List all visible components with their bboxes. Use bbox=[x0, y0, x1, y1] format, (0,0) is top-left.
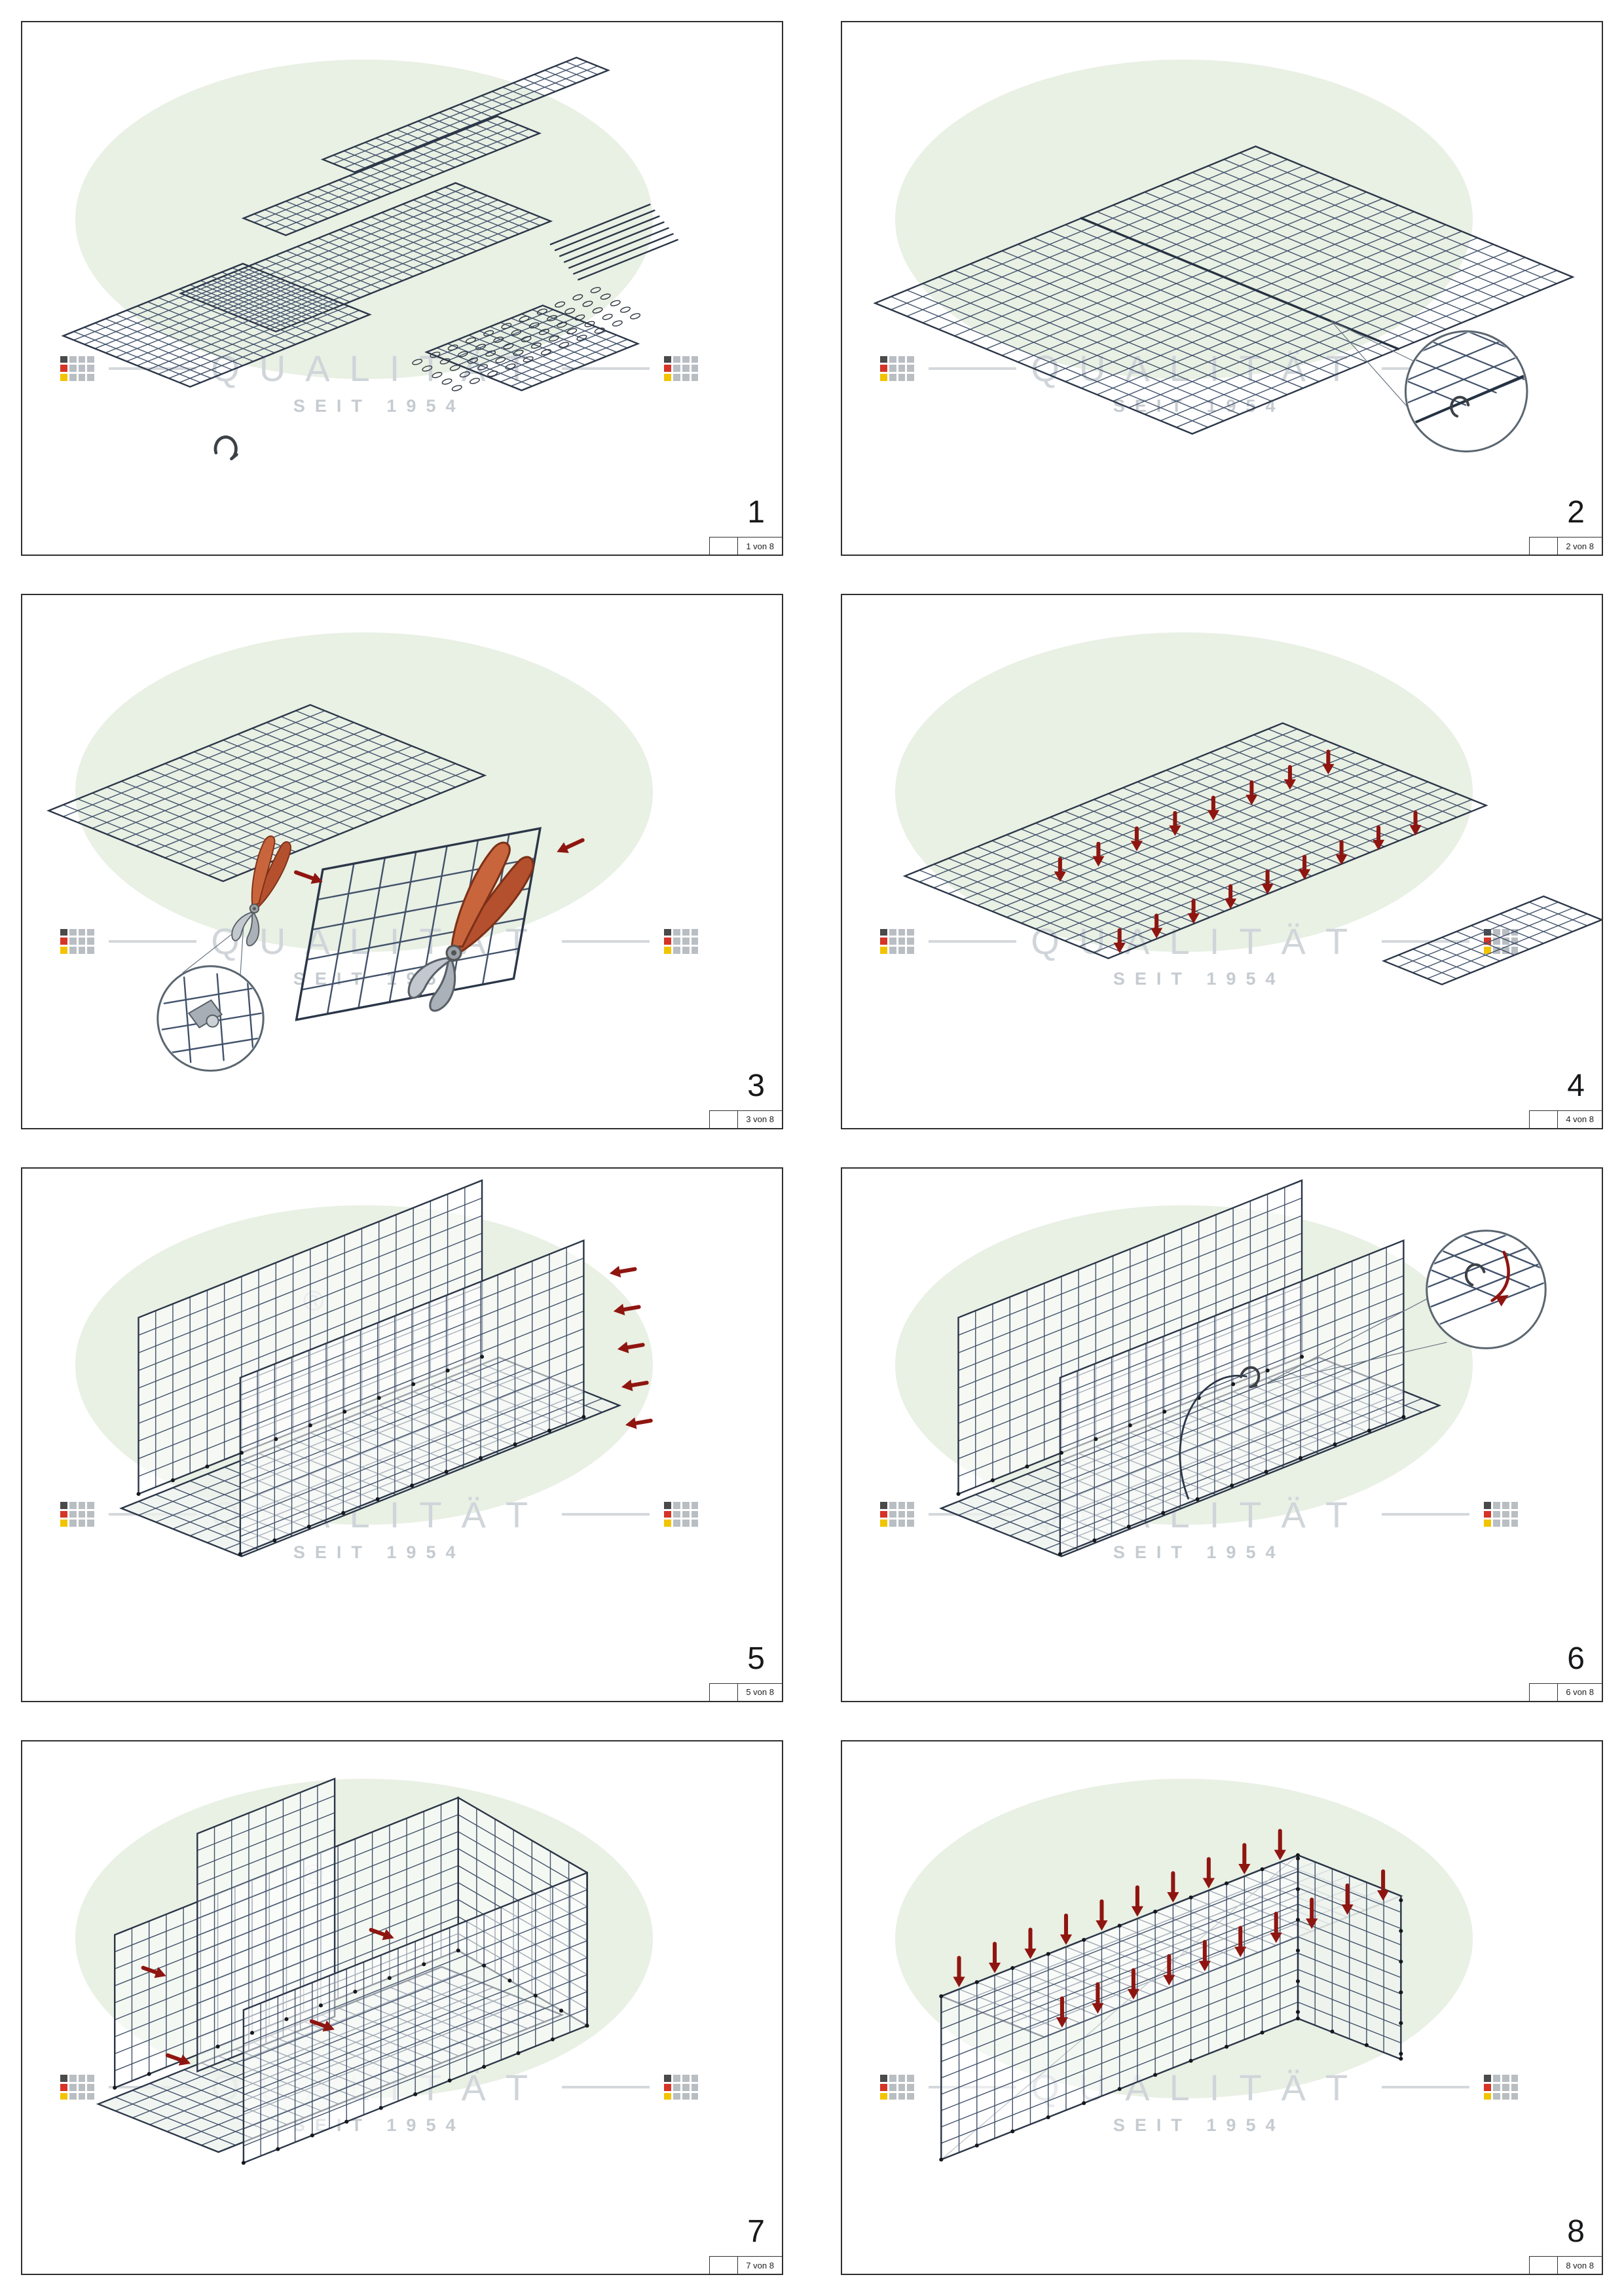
watermark-brand: QUALITÄT SEIT 1954 bbox=[880, 920, 1519, 989]
brand-pixel-logo bbox=[1484, 1502, 1519, 1527]
step-illustration bbox=[902, 722, 1602, 986]
step-number: 8 bbox=[1567, 2214, 1585, 2249]
step-number: 6 bbox=[1567, 1641, 1585, 1676]
step-illustration bbox=[873, 145, 1575, 453]
caption-mini-cell bbox=[710, 1683, 739, 1701]
step-panel-8: ® QUALITÄT SEIT 1954 8 8 von 8 bbox=[841, 1740, 1603, 2275]
step-number: 3 bbox=[747, 1068, 765, 1103]
watermark: ® QUALITÄT SEIT 1954 bbox=[842, 595, 1602, 1127]
sheet-caption-box: 7 von 8 bbox=[709, 2256, 782, 2274]
caption-mini-cell bbox=[1530, 1683, 1559, 1701]
step-illustration bbox=[61, 56, 678, 461]
step-panel-5: ® QUALITÄT SEIT 1954 5 5 von 8 bbox=[21, 1167, 783, 1702]
watermark-rule bbox=[562, 939, 650, 943]
caption-text: 7 von 8 bbox=[746, 2260, 774, 2270]
brand-pixel-logo bbox=[664, 1502, 699, 1527]
caption-text: 2 von 8 bbox=[1566, 541, 1594, 551]
caption-text: 1 von 8 bbox=[746, 541, 774, 551]
watermark-subtitle: SEIT 1954 bbox=[293, 1542, 466, 1562]
watermark-rule bbox=[929, 367, 1017, 370]
sheet-caption-box: 2 von 8 bbox=[1529, 537, 1602, 555]
sheet-caption-box: 1 von 8 bbox=[709, 537, 782, 555]
watermark-rule bbox=[1382, 2086, 1470, 2089]
brand-pixel-logo bbox=[60, 355, 94, 381]
step-number: 7 bbox=[747, 2214, 765, 2249]
step-illustration bbox=[46, 704, 585, 1072]
step-illustration bbox=[119, 1178, 653, 1558]
watermark-ellipse bbox=[895, 632, 1473, 953]
step-number: 4 bbox=[1567, 1068, 1585, 1103]
step-illustration bbox=[96, 1777, 589, 2165]
brand-pixel-logo bbox=[880, 1502, 914, 1527]
watermark-subtitle: SEIT 1954 bbox=[1113, 2115, 1285, 2135]
sheet-caption-box: 5 von 8 bbox=[709, 1683, 782, 1701]
caption-text: 5 von 8 bbox=[746, 1687, 774, 1698]
step-panel-1: ® QUALITÄT SEIT 1954 1 1 von 8 bbox=[21, 21, 783, 556]
watermark-rule bbox=[562, 2086, 650, 2089]
step-panel-7: ® QUALITÄT SEIT 1954 7 7 von 8 bbox=[21, 1740, 783, 2275]
caption-text: 6 von 8 bbox=[1566, 1687, 1594, 1698]
watermark-rule bbox=[562, 367, 650, 370]
brand-pixel-logo bbox=[880, 928, 914, 954]
brand-pixel-logo bbox=[664, 928, 699, 954]
brand-pixel-logo bbox=[60, 928, 94, 954]
brand-pixel-logo bbox=[664, 2075, 699, 2100]
watermark-rule bbox=[1382, 939, 1470, 943]
step-illustration bbox=[939, 1178, 1547, 1558]
step-panel-6: ® QUALITÄT SEIT 1954 6 6 von 8 bbox=[841, 1167, 1603, 1702]
watermark-subtitle: SEIT 1954 bbox=[293, 396, 466, 416]
caption-mini-cell bbox=[1530, 2257, 1559, 2274]
step-panel-3: ® QUALITÄT SEIT 1954 3 3 von 8 bbox=[21, 594, 783, 1129]
sheet-caption-box: 3 von 8 bbox=[709, 1110, 782, 1128]
brand-pixel-logo bbox=[1484, 2075, 1519, 2100]
step-panel-4: ® QUALITÄT SEIT 1954 4 4 von 8 bbox=[841, 594, 1603, 1129]
caption-text: 4 von 8 bbox=[1566, 1114, 1594, 1124]
brand-pixel-logo bbox=[60, 1502, 94, 1527]
sheet-caption-box: 6 von 8 bbox=[1529, 1683, 1602, 1701]
watermark-title: QUALITÄT bbox=[1031, 920, 1368, 962]
watermark-rule bbox=[562, 1513, 650, 1516]
watermark-rule bbox=[109, 939, 197, 943]
watermark: ® QUALITÄT SEIT 1954 bbox=[22, 22, 782, 555]
step-illustration bbox=[939, 1829, 1403, 2162]
step-number: 1 bbox=[747, 495, 765, 530]
watermark-subtitle: SEIT 1954 bbox=[1113, 969, 1285, 989]
step-number: 5 bbox=[747, 1641, 765, 1676]
sheet-caption-box: 8 von 8 bbox=[1529, 2256, 1602, 2274]
watermark-brand: QUALITÄT SEIT 1954 bbox=[60, 347, 699, 416]
caption-text: 3 von 8 bbox=[746, 1114, 774, 1124]
caption-text: 8 von 8 bbox=[1566, 2260, 1594, 2270]
caption-mini-cell bbox=[710, 1110, 739, 1128]
caption-mini-cell bbox=[710, 2257, 739, 2274]
brand-pixel-logo bbox=[880, 355, 914, 381]
watermark-rule bbox=[929, 939, 1017, 943]
sheet-caption-box: 4 von 8 bbox=[1529, 1110, 1602, 1128]
caption-mini-cell bbox=[1530, 538, 1559, 555]
brand-pixel-logo bbox=[60, 2075, 94, 2100]
step-panel-2: ® QUALITÄT SEIT 1954 2 2 von 8 bbox=[841, 21, 1603, 556]
caption-mini-cell bbox=[710, 538, 739, 555]
step-number: 2 bbox=[1567, 495, 1585, 530]
watermark-subtitle: SEIT 1954 bbox=[1113, 1542, 1285, 1562]
caption-mini-cell bbox=[1530, 1110, 1559, 1128]
watermark-ellipse bbox=[75, 632, 653, 953]
watermark-rule bbox=[1382, 1513, 1470, 1516]
brand-pixel-logo bbox=[664, 355, 699, 381]
brand-pixel-logo bbox=[880, 2075, 914, 2100]
